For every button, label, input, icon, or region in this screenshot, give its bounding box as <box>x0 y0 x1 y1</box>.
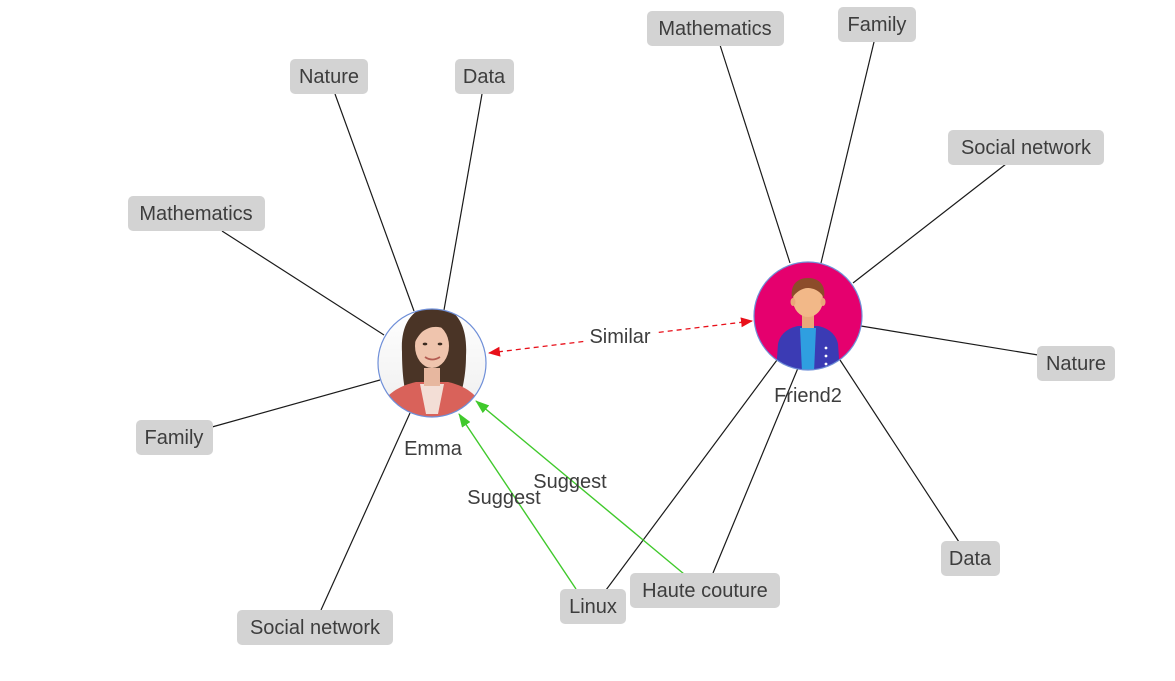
suggest-edges <box>458 400 685 590</box>
edge-emma-nature <box>334 93 415 312</box>
similar-edge-label: Similar <box>589 326 650 348</box>
suggest-haute-couture-edge-label: Suggest <box>533 471 607 493</box>
tag-friend2-data-label: Data <box>949 548 992 570</box>
edge-friend2-linux <box>605 359 778 591</box>
tag-emma-social-network-label: Social network <box>250 617 381 639</box>
tag-suggested-haute-couture-label: Haute couture <box>642 580 768 602</box>
edge-friend2-data <box>839 359 960 543</box>
friend2-label: Friend2 <box>774 385 842 407</box>
tag-emma-mathematics[interactable]: Mathematics <box>128 196 265 231</box>
tag-friend2-family[interactable]: Family <box>838 7 916 42</box>
similar-label-backdrop <box>585 325 655 345</box>
tag-friend2-nature[interactable]: Nature <box>1037 346 1115 381</box>
edge-emma-data <box>443 93 483 311</box>
tag-friend2-data[interactable]: Data <box>941 541 1000 576</box>
suggest-linux-edge-label: Suggest <box>467 487 541 509</box>
tag-emma-family-label: Family <box>145 427 204 449</box>
friend2-node[interactable] <box>753 261 863 372</box>
edge-friend2-nature <box>860 325 1039 356</box>
edge-friend2-mathematics <box>719 44 791 264</box>
edge-friend2-haute-couture <box>712 367 799 574</box>
tag-suggested-linux-label: Linux <box>569 596 617 618</box>
tag-suggested-linux[interactable]: Linux <box>560 589 626 624</box>
edge-friend2-family <box>820 41 875 264</box>
edge-friend2-social-network <box>852 163 1007 284</box>
edge-emma-family <box>211 379 381 428</box>
edge-suggest-haute-couture <box>475 400 685 575</box>
edge-similar <box>488 317 753 357</box>
edge-emma-social-network <box>320 412 411 611</box>
tag-emma-nature[interactable]: Nature <box>290 59 368 94</box>
tag-emma-family[interactable]: Family <box>136 420 213 455</box>
edge-suggest-linux <box>458 413 577 590</box>
tag-emma-mathematics-label: Mathematics <box>139 203 252 225</box>
friend2-avatar-icon <box>776 278 840 370</box>
tag-emma-social-network[interactable]: Social network <box>237 610 393 645</box>
tag-friend2-social-network-label: Social network <box>961 137 1092 159</box>
tag-friend2-social-network[interactable]: Social network <box>948 130 1104 165</box>
friend2-tag-edges <box>605 41 1039 591</box>
tag-emma-data[interactable]: Data <box>455 59 514 94</box>
tag-friend2-family-label: Family <box>848 14 907 36</box>
tag-friend2-mathematics-label: Mathematics <box>658 18 771 40</box>
tag-emma-data-label: Data <box>463 66 506 88</box>
emma-label: Emma <box>404 438 463 460</box>
tag-friend2-nature-label: Nature <box>1046 353 1106 375</box>
emma-tag-edges <box>211 93 483 611</box>
tag-suggested-haute-couture[interactable]: Haute couture <box>630 573 780 608</box>
tag-friend2-mathematics[interactable]: Mathematics <box>647 11 784 46</box>
tag-emma-nature-label: Nature <box>299 66 359 88</box>
emma-node[interactable] <box>376 306 488 420</box>
edge-emma-mathematics <box>221 230 385 336</box>
